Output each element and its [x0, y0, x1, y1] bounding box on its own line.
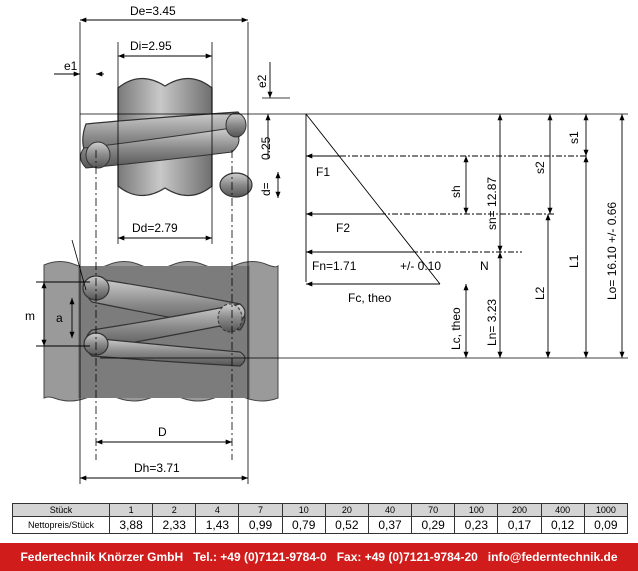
label-l1: L1: [567, 254, 581, 268]
price-cell: 3,88: [108, 516, 154, 534]
quantity-cell: 100: [454, 503, 499, 517]
quantity-row: Stück 1 2 4 7 10 20 40 70 100 200 400 10…: [12, 503, 629, 517]
quantity-cell: 20: [324, 503, 369, 517]
spring-in-housing: [43, 261, 279, 402]
price-row: Nettopreis/Stück 3,88 2,33 1,43 0,99 0,7…: [12, 516, 629, 534]
price-cell: 0,99: [238, 516, 283, 534]
price-table: Stück 1 2 4 7 10 20 40 70 100 200 400 10…: [12, 503, 629, 534]
label-l2: L2: [533, 286, 547, 300]
spring-on-mandrel: [80, 77, 253, 198]
price-cell: 0,79: [281, 516, 326, 534]
label-sh: sh: [449, 185, 463, 198]
fax-number: Fax: +49 (0)7121-9784-20: [336, 550, 478, 564]
quantity-row-label: Stück: [12, 503, 110, 517]
price-cell: 0,12: [540, 516, 585, 534]
force-diagram: [305, 113, 625, 358]
label-e1: e1: [64, 59, 78, 73]
price-cell: 1,43: [195, 516, 240, 534]
quantity-cell: 70: [411, 503, 456, 517]
label-fn-tol: +/- 0.10: [400, 259, 441, 273]
quantity-cell: 400: [540, 503, 585, 517]
quantity-cell: 200: [497, 503, 542, 517]
dimension-lines: [36, 17, 281, 481]
label-d-big: D: [158, 425, 167, 439]
quantity-cell: 1000: [583, 503, 629, 517]
label-d-small: d=: [259, 182, 273, 196]
quantity-cell: 40: [367, 503, 413, 517]
label-dh: Dh=3.71: [134, 461, 180, 475]
label-s1: s1: [567, 131, 581, 144]
label-gap: 0.25: [259, 136, 273, 160]
label-dd: Dd=2.79: [132, 221, 178, 235]
label-de: De=3.45: [130, 4, 176, 18]
quantity-cell: 4: [195, 503, 240, 517]
coil-3: [86, 337, 246, 367]
label-di: Di=2.95: [130, 39, 172, 53]
construction-lines: [71, 22, 628, 484]
price-row-label: Nettopreis/Stück: [12, 516, 110, 534]
label-f2: F2: [336, 221, 350, 235]
price-cell: 0,17: [497, 516, 542, 534]
price-cell: 0,29: [411, 516, 456, 534]
label-s2: s2: [533, 161, 547, 174]
label-f1: F1: [316, 165, 330, 179]
wire-end: [85, 141, 111, 169]
label-lo: Lo= 16.10 +/- 0.66: [605, 202, 619, 300]
quantity-cell: 1: [108, 503, 154, 517]
company-name: Federtechnik Knörzer GmbH: [20, 550, 184, 564]
label-fn: Fn=1.71: [312, 259, 357, 273]
quantity-cell: 2: [152, 503, 197, 517]
contact-footer: Federtechnik Knörzer GmbH Tel.: +49 (0)7…: [0, 543, 638, 571]
price-cell: 0,52: [324, 516, 369, 534]
quantity-cell: 10: [281, 503, 326, 517]
price-cell: 2,33: [152, 516, 197, 534]
label-fc: Fc, theo: [348, 291, 392, 305]
quantity-cell: 7: [238, 503, 283, 517]
label-lc: Lc, theo: [449, 307, 463, 350]
label-ln: Ln= 3.23: [485, 299, 499, 346]
drawing-labels: De=3.45 Di=2.95 Dd=2.79 D Dh=3.71 e1 e2 …: [25, 4, 619, 475]
price-cell: 0,23: [454, 516, 499, 534]
phone-number: Tel.: +49 (0)7121-9784-0: [193, 550, 327, 564]
label-m: m: [25, 309, 35, 323]
label-n-unit: N: [480, 259, 489, 273]
spring-technical-drawing: De=3.45 Di=2.95 Dd=2.79 D Dh=3.71 e1 e2 …: [25, 4, 628, 484]
label-e2: e2: [255, 74, 269, 88]
price-cell: 0,37: [367, 516, 413, 534]
label-sn: sn= 12.87: [485, 177, 499, 230]
wire-end: [217, 303, 243, 333]
wire-end: [219, 172, 253, 198]
wire-end: [225, 112, 247, 138]
email-address: info@federntechnik.de: [487, 550, 618, 564]
price-cell: 0,09: [583, 516, 629, 534]
label-a: a: [56, 311, 63, 325]
